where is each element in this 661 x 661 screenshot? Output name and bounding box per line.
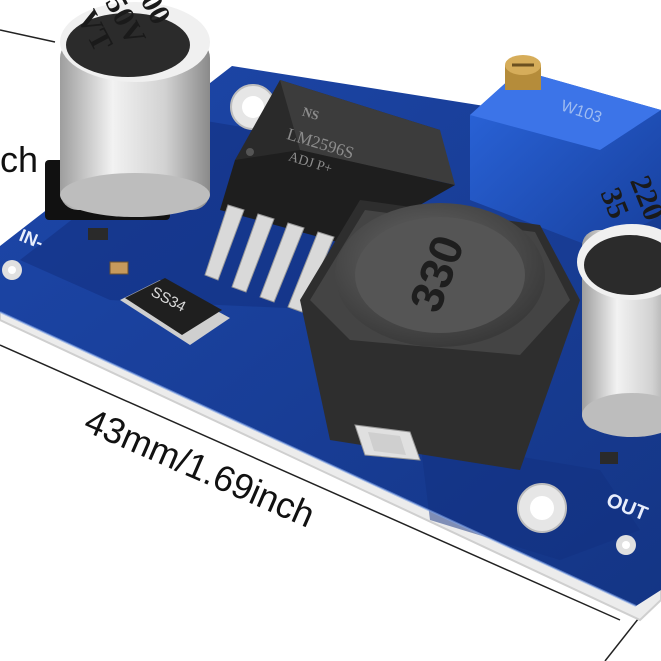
smd-part-1 (88, 228, 108, 240)
mounting-hole-bottom (517, 483, 567, 533)
pad-left (2, 260, 22, 280)
smd-resistor (109, 261, 129, 275)
ic-maker-mark: NS (301, 104, 321, 123)
inductor-pad (354, 424, 421, 461)
potentiometer: W103 (470, 55, 661, 250)
pad-right (616, 535, 636, 555)
height-dimension-label: ch (0, 139, 38, 180)
smd-part-2 (600, 452, 618, 464)
trim-screw (505, 55, 541, 90)
input-capacitor: 100 50V VT (45, 0, 210, 220)
inductor: 330 (300, 200, 580, 470)
diode-ss34: SS34 (120, 278, 230, 345)
